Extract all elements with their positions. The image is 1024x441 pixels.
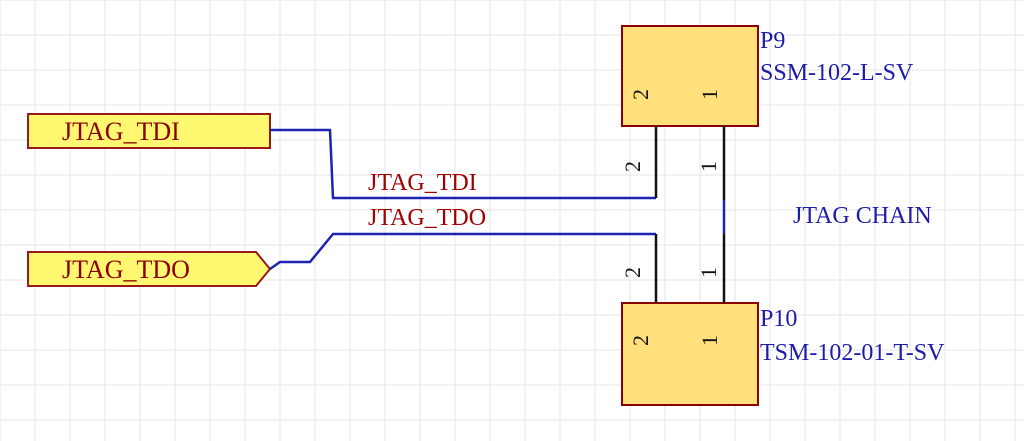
wire-jtag-tdo[interactable] bbox=[269, 232, 656, 271]
p10-designator: P10 bbox=[760, 306, 797, 332]
p10-pin-1-outer: 1 bbox=[696, 267, 721, 278]
port-jtag-tdo-label: JTAG_TDO bbox=[62, 255, 190, 284]
component-p10[interactable]: 2 1 2 1 P10 TSM-102-01-T-SV bbox=[620, 234, 945, 406]
p10-part-number: TSM-102-01-T-SV bbox=[760, 340, 945, 366]
p9-body bbox=[621, 25, 759, 127]
component-p9[interactable]: 2 1 2 1 P9 SSM-102-L-SV bbox=[620, 25, 914, 200]
p9-pin-2-inner: 2 bbox=[628, 89, 653, 100]
p10-pin-1-inner: 1 bbox=[697, 335, 722, 346]
port-jtag-tdo[interactable]: JTAG_TDO bbox=[27, 251, 272, 287]
p10-body bbox=[621, 302, 759, 406]
p9-pin-1-outer: 1 bbox=[696, 161, 721, 172]
net-label-jtag-tdo: JTAG_TDO bbox=[368, 205, 486, 231]
wire-jtag-tdi[interactable] bbox=[270, 128, 656, 200]
jtag-chain-note: JTAG CHAIN bbox=[793, 203, 932, 229]
port-jtag-tdi-label: JTAG_TDI bbox=[62, 117, 180, 146]
port-jtag-tdi-body bbox=[27, 113, 271, 149]
port-jtag-tdi[interactable]: JTAG_TDI bbox=[27, 113, 271, 149]
p10-pin-2-outer: 2 bbox=[620, 267, 645, 278]
port-jtag-tdo-body bbox=[27, 251, 272, 287]
p9-pin-1-inner: 1 bbox=[697, 89, 722, 100]
p9-pin-2-outer: 2 bbox=[620, 161, 645, 172]
wires bbox=[269, 128, 726, 271]
p9-part-number: SSM-102-L-SV bbox=[760, 60, 914, 86]
net-label-jtag-tdi: JTAG_TDI bbox=[368, 170, 477, 196]
p10-pin-2-inner: 2 bbox=[628, 335, 653, 346]
p9-designator: P9 bbox=[760, 28, 785, 54]
